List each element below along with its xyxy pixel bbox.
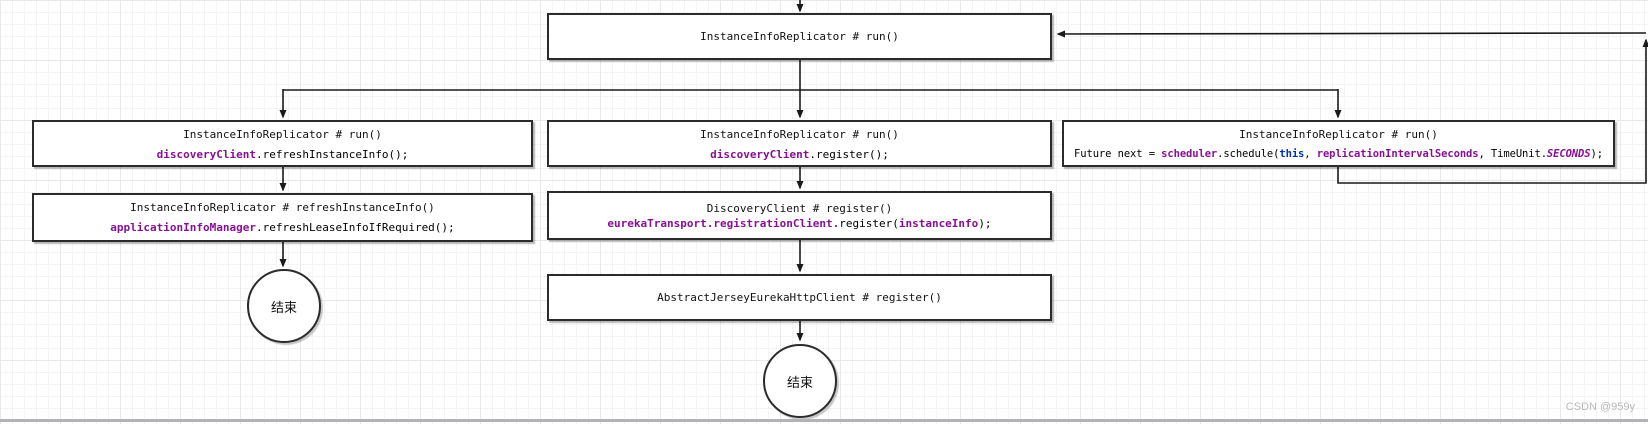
end-label: 结束 <box>786 375 813 391</box>
node-code: Future next = scheduler.schedule(this, r… <box>1064 148 1613 161</box>
code-token: applicationInfoManager <box>110 221 256 234</box>
node-title: InstanceInfoReplicator # run() <box>700 128 899 141</box>
node-code: eurekaTransport.registrationClient.regis… <box>549 217 1050 230</box>
edge-schedule-loop <box>1337 38 1648 184</box>
code-token: ); <box>1590 148 1603 160</box>
node-right-run-schedule: InstanceInfoReplicator # run() Future ne… <box>1062 120 1615 167</box>
end-node-left: 结束 <box>247 269 321 343</box>
code-token: , <box>1304 148 1317 160</box>
node-title: InstanceInfoReplicator # refreshInstance… <box>130 201 435 214</box>
end-node-mid: 结束 <box>763 344 837 418</box>
code-token: discoveryClient <box>156 148 256 161</box>
code-token: SECONDS <box>1546 148 1591 160</box>
node-jersey-register: AbstractJerseyEurekaHttpClient # registe… <box>547 274 1052 321</box>
code-token: this <box>1279 148 1305 160</box>
code-token: , TimeUnit. <box>1478 148 1547 160</box>
code-token: .refreshLeaseInfoIfRequired(); <box>256 221 455 234</box>
code-token: .register(); <box>809 148 889 161</box>
code-token: replicationIntervalSeconds <box>1316 148 1479 160</box>
node-left-refresh-instance-info: InstanceInfoReplicator # refreshInstance… <box>32 193 533 242</box>
code-token: Future next = <box>1074 148 1162 160</box>
code-token: eurekaTransport.registrationClient. <box>607 217 840 230</box>
code-token: discoveryClient <box>710 148 810 161</box>
code-token: scheduler <box>1161 148 1218 160</box>
node-code: discoveryClient.register(); <box>549 148 1050 161</box>
node-title: DiscoveryClient # register() <box>706 202 893 215</box>
node-code: discoveryClient.refreshInstanceInfo(); <box>34 148 531 161</box>
node-title: AbstractJerseyEurekaHttpClient # registe… <box>657 291 942 304</box>
end-label: 结束 <box>270 300 297 316</box>
code-token: register( <box>839 217 899 230</box>
bottom-divider-bar <box>0 419 1648 422</box>
edge-loop-feedback <box>1056 30 1647 38</box>
node-title: InstanceInfoReplicator # run() <box>183 128 382 141</box>
code-token: .schedule( <box>1217 148 1280 160</box>
code-token: .refreshInstanceInfo(); <box>256 148 409 161</box>
code-token: ); <box>978 217 992 230</box>
csdn-watermark: CSDN @959y <box>1565 401 1635 413</box>
node-discovery-client-register: DiscoveryClient # register() eurekaTrans… <box>547 191 1052 240</box>
node-left-run: InstanceInfoReplicator # run() discovery… <box>32 120 533 167</box>
code-token: instanceInfo <box>898 217 979 230</box>
node-title: InstanceInfoReplicator # run() <box>700 30 899 43</box>
node-top-run: InstanceInfoReplicator # run() <box>547 13 1052 60</box>
node-code: applicationInfoManager.refreshLeaseInfoI… <box>34 221 531 234</box>
node-title: InstanceInfoReplicator # run() <box>1239 128 1438 141</box>
node-mid-run: InstanceInfoReplicator # run() discovery… <box>547 120 1052 167</box>
